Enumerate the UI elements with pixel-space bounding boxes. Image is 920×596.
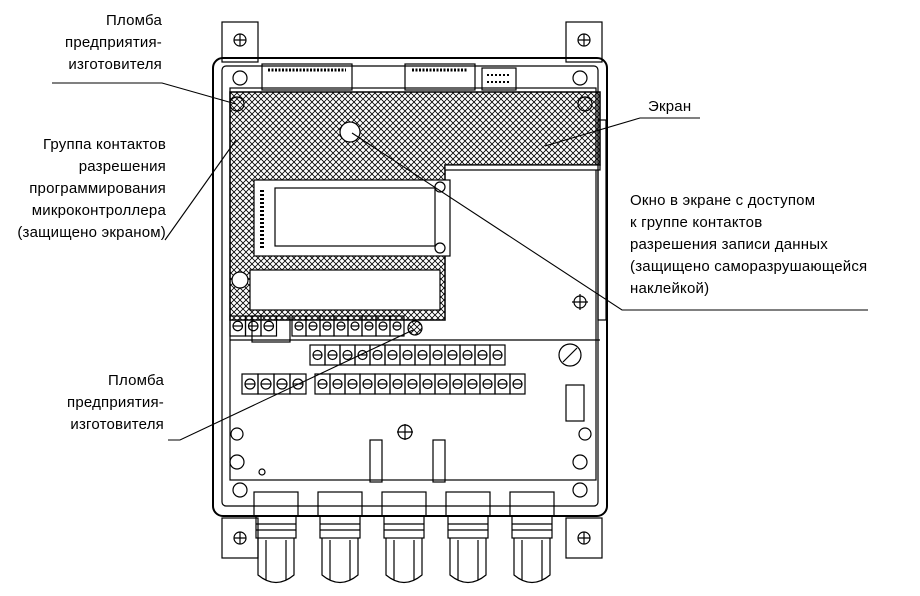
terminal [309, 344, 326, 366]
mounting-ear-top-left [221, 21, 259, 63]
cable-gland [445, 491, 491, 584]
label-screen: Экран [648, 98, 692, 115]
terminal [359, 373, 376, 395]
terminal [489, 344, 506, 366]
cable-gland [317, 491, 363, 584]
terminal [429, 344, 446, 366]
terminal [399, 344, 416, 366]
terminal [419, 373, 436, 395]
cable-glands [253, 491, 555, 584]
label-line: разрешения [78, 158, 166, 175]
terminal [479, 373, 496, 395]
label-line: программирования [29, 180, 166, 197]
terminal [339, 344, 356, 366]
terminal-blocks [229, 315, 526, 395]
mounting-ear-bottom-right [565, 517, 603, 559]
label-line: изготовителя [70, 416, 164, 433]
label-line: (защищено экраном) [17, 224, 166, 241]
screen-window [339, 121, 361, 143]
terminal [314, 373, 331, 395]
terminal [444, 344, 461, 366]
mounting-ear-bottom-left [221, 517, 259, 559]
label-line: наклейкой) [630, 280, 710, 297]
mounting-ear-top-right [565, 21, 603, 63]
terminal [241, 373, 259, 395]
terminal [329, 373, 346, 395]
label-line: предприятия- [67, 394, 164, 411]
label-window: Окно в экране с доступом к группе контак… [630, 190, 867, 300]
terminal [414, 344, 431, 366]
terminal [494, 373, 511, 395]
terminal [404, 373, 421, 395]
terminal [459, 344, 476, 366]
label-seal-bottom: Пломба предприятия- изготовителя [40, 370, 164, 436]
cable-gland [253, 491, 299, 584]
terminal [374, 373, 391, 395]
label-line: (защищено саморазрушающейся [630, 258, 868, 275]
terminal [474, 344, 491, 366]
label-line: Пломба [106, 12, 162, 29]
terminal [324, 344, 341, 366]
label-line: Окно в экране с доступом [630, 192, 816, 209]
label-line: микроконтроллера [31, 202, 166, 219]
label-line: к группе контактов [630, 214, 763, 231]
terminal [369, 344, 386, 366]
terminal [464, 373, 481, 395]
label-seal-top: Пломба предприятия- изготовителя [40, 10, 162, 76]
terminal [273, 373, 291, 395]
terminal [434, 373, 451, 395]
label-line: разрешения записи данных [630, 236, 828, 253]
label-line: предприятия- [65, 34, 162, 51]
fuse-holder [558, 343, 582, 367]
terminal [384, 344, 401, 366]
terminal [389, 315, 405, 337]
cable-gland [381, 491, 427, 584]
seal-bottom [407, 320, 423, 336]
terminal [389, 373, 406, 395]
terminal [257, 373, 275, 395]
terminal [354, 344, 371, 366]
terminal [509, 373, 526, 395]
terminal [449, 373, 466, 395]
label-line: Пломба [108, 372, 164, 389]
label-line: изготовителя [68, 56, 162, 73]
leader-lines [52, 82, 868, 441]
terminal [344, 373, 361, 395]
label-line: Группа контактов [42, 136, 166, 153]
label-programming-contacts: Группа контактов разрешения программиров… [0, 134, 166, 244]
cable-gland [509, 491, 555, 584]
